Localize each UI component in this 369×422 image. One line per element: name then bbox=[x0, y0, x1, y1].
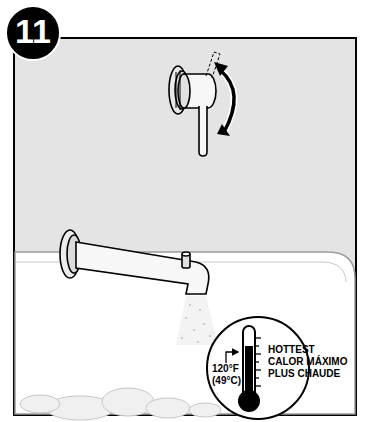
temperature-callout: 120°F (49°C)HOTTEST CALOR MÁXIMO PLUS CH… bbox=[206, 316, 310, 420]
step-number-badge: 11 bbox=[5, 5, 61, 61]
step-number: 11 bbox=[5, 13, 61, 50]
temperature-note: HOTTEST CALOR MÁXIMO PLUS CHAUDE bbox=[268, 344, 348, 380]
temperature-value: 120°F (49°C) bbox=[212, 363, 248, 387]
